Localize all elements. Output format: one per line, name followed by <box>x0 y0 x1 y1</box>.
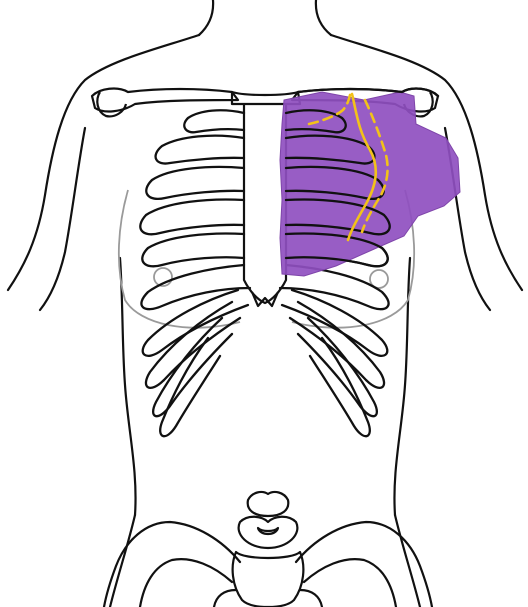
left-acromion <box>97 92 126 116</box>
highlighted-chest-region <box>280 92 460 276</box>
left-torso-flank <box>120 258 136 515</box>
right-waist-line <box>395 515 420 607</box>
left-arm-inner <box>40 128 85 310</box>
right-torso-flank <box>394 258 410 515</box>
sternum-body <box>244 104 286 303</box>
right-iliac-crest <box>296 522 432 607</box>
left-rib-2 <box>156 136 244 164</box>
left-rib-5 <box>142 234 244 267</box>
left-rib-1 <box>184 110 244 132</box>
neck-right-line <box>316 0 331 35</box>
left-rib-4 <box>140 200 244 235</box>
lumbar-process <box>258 528 278 534</box>
lumbar-vertebra-lower <box>239 517 298 548</box>
neck-left-line <box>199 0 213 35</box>
spine-pelvis <box>104 492 432 607</box>
right-pelvic-lower <box>300 590 322 607</box>
left-waist-line <box>110 515 135 607</box>
lumbar-vertebra-upper <box>248 492 289 516</box>
right-iliac-inner <box>304 559 396 607</box>
left-pelvic-lower <box>214 590 236 607</box>
left-clavicle <box>92 89 238 112</box>
sacrum <box>233 552 304 607</box>
left-iliac-inner <box>140 559 232 607</box>
left-rib-6 <box>141 265 250 309</box>
left-iliac-crest <box>104 522 240 607</box>
left-rib-3 <box>146 167 244 199</box>
ribs-left <box>140 110 250 436</box>
